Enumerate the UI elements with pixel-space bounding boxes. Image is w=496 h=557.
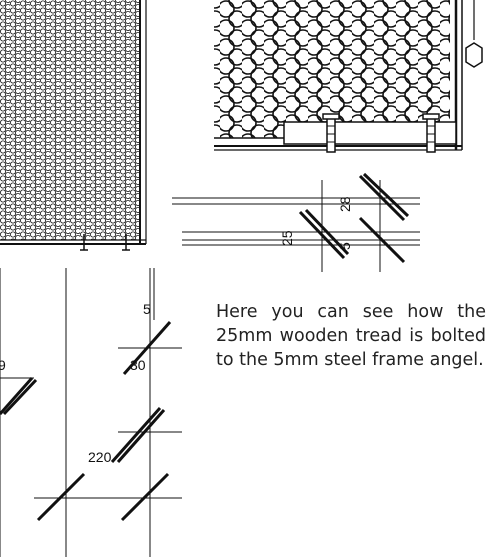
dim-section-tread: 25 — [279, 230, 295, 246]
side-elevation: 9 5 30 220 — [0, 268, 182, 557]
bolt-large-1 — [322, 113, 340, 153]
nut-icon — [465, 42, 483, 68]
dim-left-cut: 9 — [0, 357, 6, 373]
dim-side-depth: 220 — [88, 449, 112, 465]
dim-section-angle: 5 — [337, 242, 353, 250]
dim-side-gap: 30 — [130, 357, 146, 373]
dim-side-thickness: 5 — [143, 301, 151, 317]
perforated-plate-plan — [0, 0, 147, 251]
dim-section-depth: 28 — [337, 196, 353, 212]
bolt-large-2 — [422, 113, 440, 153]
bolt-small-1 — [80, 234, 88, 251]
description-text: Here you can see how the 25mm wooden tre… — [216, 302, 486, 370]
section-dimensions: 28 25 5 — [172, 172, 420, 272]
bolt-small-2 — [122, 234, 130, 251]
tread-detail-enlarged — [214, 0, 496, 153]
